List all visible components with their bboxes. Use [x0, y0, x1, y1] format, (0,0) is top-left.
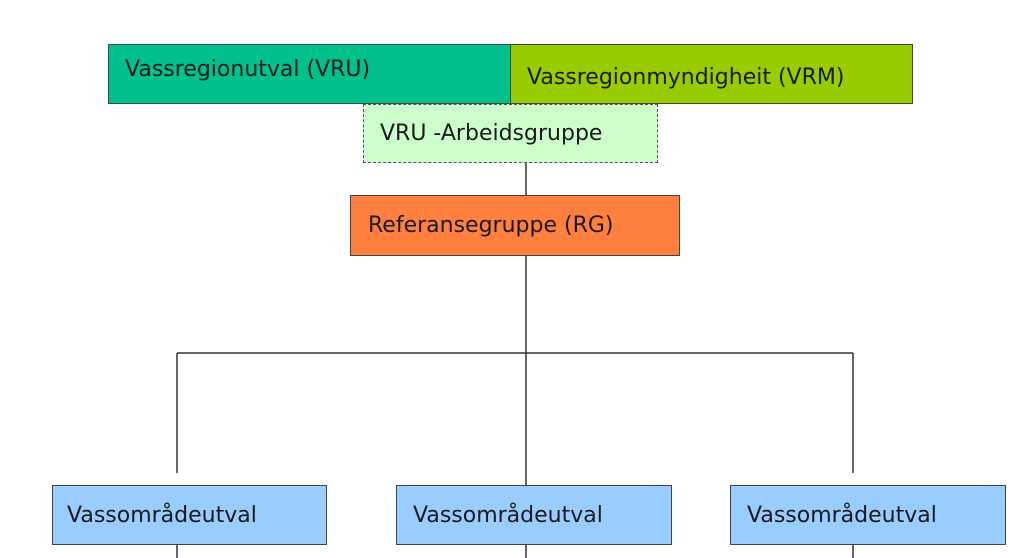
node-vassomradeutval-center: Vassområdeutval: [396, 485, 672, 545]
node-referansegruppe: Referansegruppe (RG): [350, 195, 680, 256]
node-vassregionutval: Vassregionutval (VRU): [108, 44, 512, 104]
node-vassomradeutval-center-label: Vassområdeutval: [413, 502, 603, 528]
node-vassregionutval-label: Vassregionutval (VRU): [125, 57, 371, 82]
node-vru-arbeidsgruppe-label: VRU -Arbeidsgruppe: [380, 121, 603, 146]
node-vassregionmyndigheit-label: Vassregionmyndigheit (VRM): [527, 64, 845, 90]
node-vassomradeutval-right-label: Vassområdeutval: [747, 502, 937, 528]
node-vassomradeutval-left: Vassområdeutval: [52, 485, 327, 545]
node-vru-arbeidsgruppe: VRU -Arbeidsgruppe: [363, 104, 658, 163]
node-vassregionmyndigheit: Vassregionmyndigheit (VRM): [510, 44, 913, 104]
node-referansegruppe-label: Referansegruppe (RG): [368, 213, 614, 238]
node-vassomradeutval-left-label: Vassområdeutval: [67, 502, 257, 528]
node-vassomradeutval-right: Vassområdeutval: [730, 485, 1006, 545]
